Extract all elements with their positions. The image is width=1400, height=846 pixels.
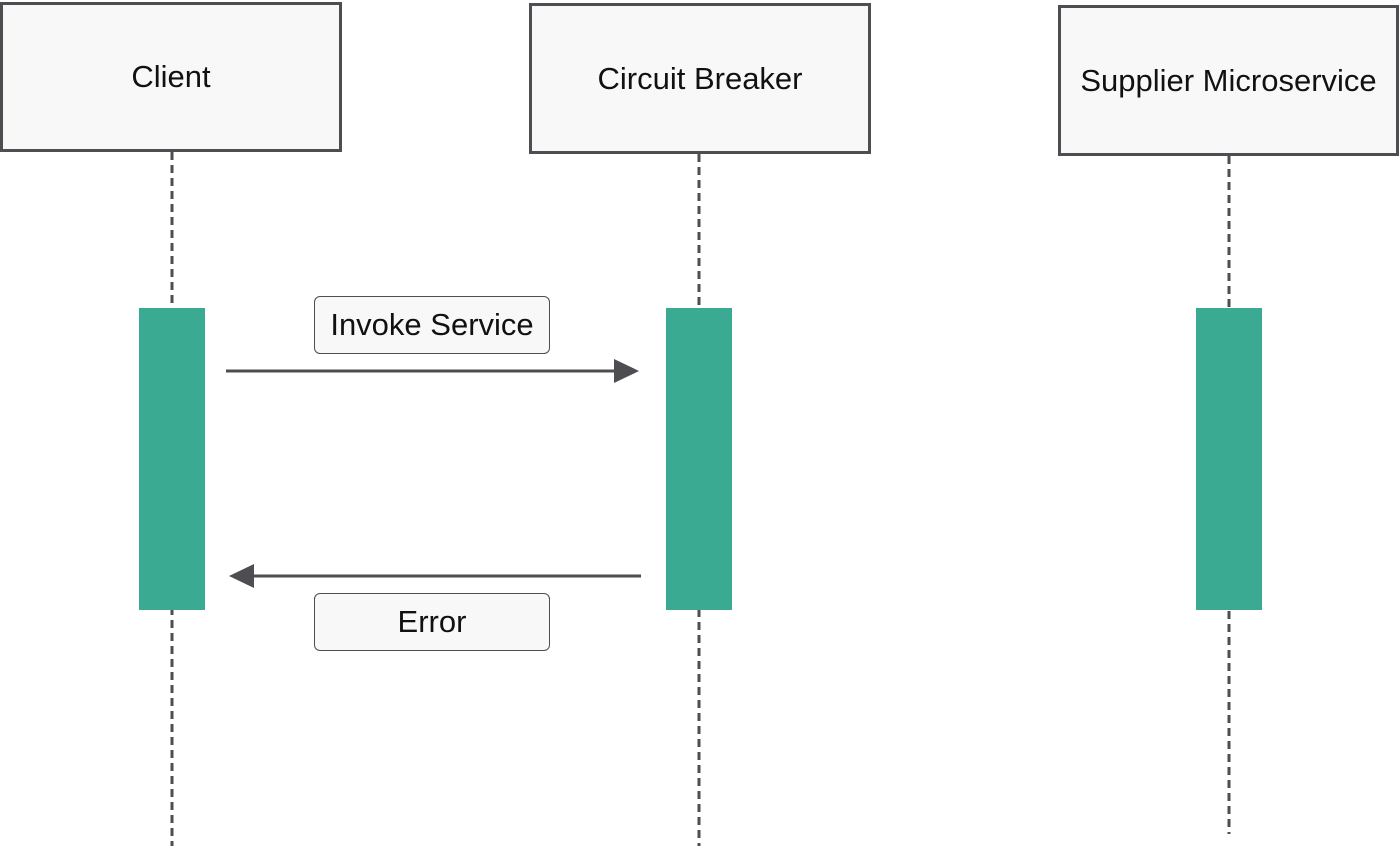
- activation-bar-supplier: [1196, 308, 1262, 610]
- activation-bar-client: [139, 308, 205, 610]
- participant-supplier-microservice: Supplier Microservice: [1058, 5, 1399, 156]
- activation-bar-circuit-breaker: [666, 308, 732, 610]
- participant-circuit-breaker-label: Circuit Breaker: [597, 60, 803, 96]
- error-arrowhead: [229, 564, 254, 588]
- participant-client: Client: [0, 2, 342, 152]
- invoke-arrowhead: [614, 359, 639, 383]
- message-label-error: Error: [314, 593, 550, 651]
- error-text: Error: [397, 604, 467, 639]
- participant-supplier-label: Supplier Microservice: [1080, 62, 1377, 98]
- participant-client-label: Client: [131, 59, 211, 94]
- participant-circuit-breaker: Circuit Breaker: [529, 3, 871, 154]
- invoke-service-text: Invoke Service: [330, 307, 534, 342]
- message-label-invoke-service: Invoke Service: [314, 296, 550, 354]
